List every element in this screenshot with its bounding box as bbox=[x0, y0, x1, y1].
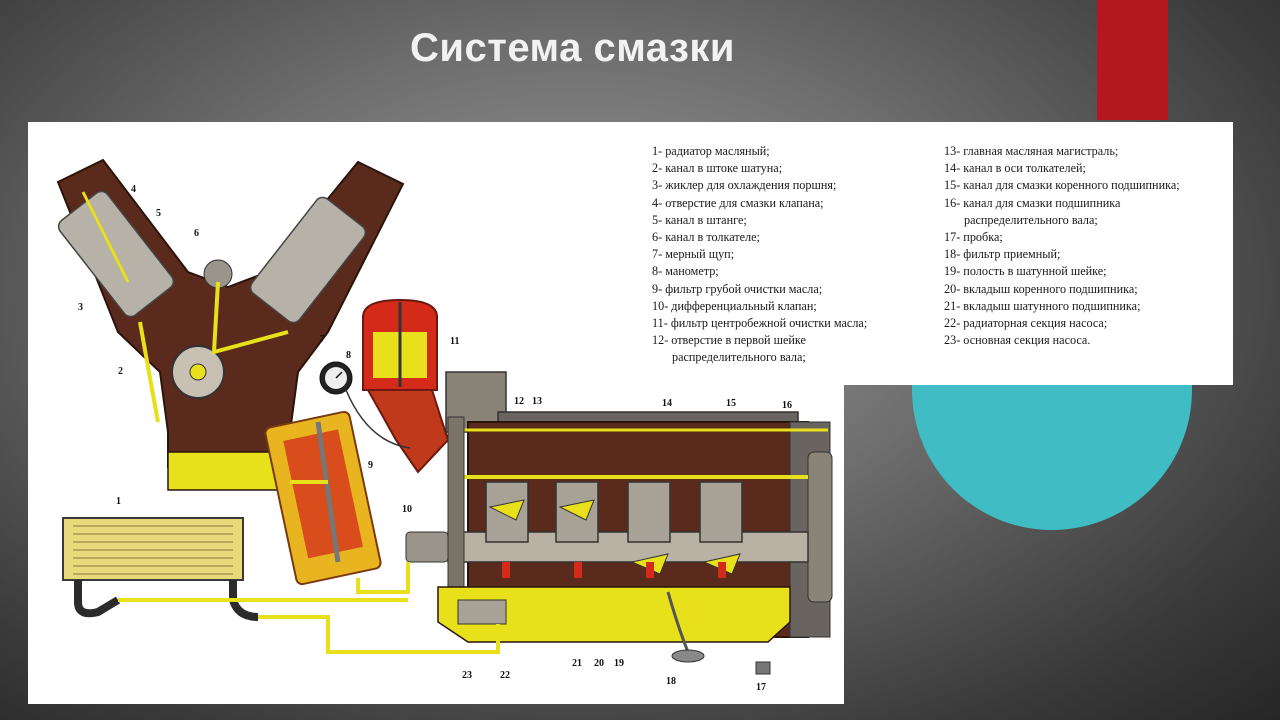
legend-item: 1- радиатор масляный; bbox=[652, 144, 770, 158]
callout-9: 9 bbox=[368, 460, 373, 471]
callout-2: 2 bbox=[118, 366, 123, 377]
legend-item: 20- вкладыш коренного подшипника; bbox=[944, 281, 1138, 296]
legend-item: 4- отверстие для смазки клапана; bbox=[652, 195, 824, 210]
legend-item: 11- фильтр центробежной очистки масла; bbox=[652, 316, 868, 331]
legend-item: 10- дифференциальный клапан; bbox=[652, 298, 817, 313]
callout-22: 22 bbox=[500, 670, 510, 681]
callout-15: 15 bbox=[726, 398, 736, 409]
callout-4: 4 bbox=[131, 184, 136, 195]
v-engine-cross-section bbox=[56, 158, 405, 491]
callout-labels: 1 2 3 4 5 6 7 8 9 10 11 12 13 14 15 16 1… bbox=[78, 184, 792, 693]
callout-21: 21 bbox=[572, 658, 582, 669]
legend-left-column: 1- радиатор масляный; 2- канал в штоке ша… bbox=[652, 143, 867, 367]
legend-item: 8- манометр; bbox=[652, 264, 719, 279]
legend-item: 23- основная секция насоса. bbox=[944, 333, 1091, 348]
engine-longitudinal-section bbox=[405, 371, 833, 675]
callout-10: 10 bbox=[402, 504, 412, 515]
callout-18: 18 bbox=[666, 676, 676, 687]
oil-lines bbox=[118, 480, 500, 654]
legend-item: 9- фильтр грубой очистки масла; bbox=[652, 281, 823, 296]
callout-23: 23 bbox=[462, 670, 472, 681]
callout-8: 8 bbox=[346, 350, 351, 361]
legend-item: распределительного вала; bbox=[672, 350, 806, 365]
legend-item: 22- радиаторная секция насоса; bbox=[944, 316, 1108, 331]
legend-item: 21- вкладыш шатунного подшипника; bbox=[944, 298, 1141, 313]
callout-13: 13 bbox=[532, 396, 542, 407]
legend-item: 19- полость в шатунной шейке; bbox=[944, 264, 1107, 279]
slide-title: Система смазки bbox=[410, 26, 735, 70]
legend-item: 5- канал в штанге; bbox=[652, 212, 747, 227]
pressure-gauge bbox=[319, 361, 411, 449]
oil-radiator bbox=[62, 517, 259, 621]
legend-item: 17- пробка; bbox=[944, 230, 1003, 245]
legend-item: 14- канал в оси толкателей; bbox=[944, 161, 1086, 176]
callout-12: 12 bbox=[514, 396, 524, 407]
red-accent-bar bbox=[1097, 0, 1168, 120]
coarse-oil-filter bbox=[264, 410, 382, 586]
callout-17: 17 bbox=[756, 682, 766, 693]
legend-item: 16- канал для смазки подшипника bbox=[944, 195, 1121, 210]
legend-panel bbox=[844, 122, 1233, 385]
legend-item: 18- фильтр приемный; bbox=[944, 247, 1061, 262]
callout-6: 6 bbox=[194, 228, 199, 239]
legend-item: 13- главная масляная магистраль; bbox=[944, 144, 1119, 158]
legend-item: 2- канал в штоке шатуна; bbox=[652, 161, 783, 176]
legend-item: распределительного вала; bbox=[964, 212, 1098, 227]
callout-7: 7 bbox=[320, 334, 325, 345]
callout-16: 16 bbox=[782, 400, 792, 411]
callout-14: 14 bbox=[662, 398, 672, 409]
legend-item: 6- канал в толкателе; bbox=[652, 230, 760, 245]
lubrication-system-diagram: 1 2 3 4 5 6 7 8 9 10 11 12 13 14 15 16 1… bbox=[56, 158, 833, 693]
callout-3: 3 bbox=[78, 302, 83, 313]
callout-1: 1 bbox=[116, 496, 121, 507]
legend-right-column: 13- главная масляная магистраль; 14- кана… bbox=[944, 143, 1180, 349]
callout-19: 19 bbox=[614, 658, 624, 669]
callout-20: 20 bbox=[594, 658, 604, 669]
legend-item: 12- отверстие в первой шейке bbox=[652, 333, 806, 348]
callout-5: 5 bbox=[156, 208, 161, 219]
legend-item: 7- мерный щуп; bbox=[652, 247, 735, 262]
callout-11: 11 bbox=[450, 336, 459, 347]
legend-item: 3- жиклер для охлаждения поршня; bbox=[652, 178, 837, 193]
centrifugal-oil-filter bbox=[362, 298, 450, 474]
legend-item: 15- канал для смазки коренного подшипник… bbox=[944, 178, 1180, 193]
